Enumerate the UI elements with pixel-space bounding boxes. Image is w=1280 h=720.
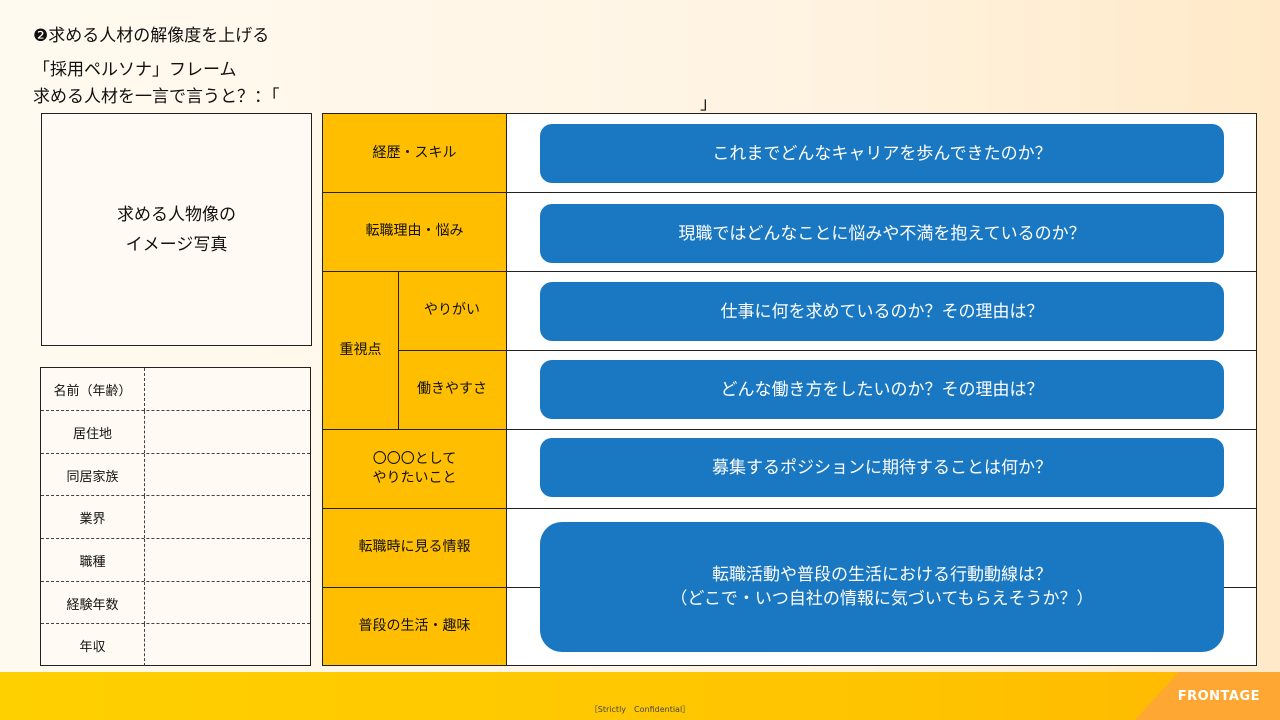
category-life: 普段の生活・趣味 <box>323 587 506 665</box>
profile-label-name-age: 名前（年齢） <box>53 384 132 399</box>
profile-label-experience: 経験年数 <box>66 597 119 613</box>
profile-value-family <box>144 454 310 496</box>
profile-value-residence <box>144 411 310 453</box>
question-workstyle: どんな働き方をしたいのか？その理由は？ <box>540 360 1224 419</box>
profile-table: 名前（年齢） 居住地 同居家族 業界 職種 経験年数 年収 <box>40 367 311 666</box>
grid-divider <box>323 429 1256 430</box>
profile-row: 同居家族 <box>41 453 310 496</box>
profile-label-family: 同居家族 <box>66 469 119 485</box>
grid-divider <box>398 350 1256 351</box>
profile-row: 職種 <box>41 538 310 581</box>
one-line-prompt: 求める人材を一言で言うと？：「 <box>33 87 280 107</box>
footer-bar: ［Strictly Confidential］ FRONTAGE <box>0 672 1280 720</box>
question-role: 募集するポジションに期待することは何か？ <box>540 438 1224 497</box>
profile-row: 名前（年齢） <box>41 368 310 411</box>
profile-row: 経験年数 <box>41 581 310 624</box>
question-rewarding: 仕事に何を求めているのか？その理由は？ <box>540 282 1224 341</box>
question-reason: 現職ではどんなことに悩みや不満を抱えているのか？ <box>540 204 1224 263</box>
grid-divider <box>323 271 1256 272</box>
one-line-close-bracket: 」 <box>700 94 717 114</box>
category-rewarding: やりがい <box>398 271 506 350</box>
question-behavior: 転職活動や普段の生活における行動動線は？ （どこで・いつ自社の情報に気づいてもら… <box>540 522 1224 652</box>
profile-label-job: 職種 <box>79 554 106 570</box>
question-behavior-line2: （どこで・いつ自社の情報に気づいてもらえそうか？） <box>670 589 1094 609</box>
grid-divider <box>323 192 1256 193</box>
photo-label-line2: イメージ写真 <box>125 234 228 255</box>
category-role-line2: やりたいこと <box>372 469 457 486</box>
profile-row: 居住地 <box>41 410 310 453</box>
profile-value-name-age <box>144 368 310 411</box>
profile-value-job <box>144 539 310 581</box>
question-behavior-line1: 転職活動や普段の生活における行動動線は？ <box>711 565 1052 585</box>
category-reason: 転職理由・悩み <box>323 192 506 271</box>
category-info: 転職時に見る情報 <box>323 508 506 587</box>
profile-label-residence: 居住地 <box>72 426 112 442</box>
category-career: 経歴・スキル <box>323 114 506 192</box>
profile-value-industry <box>144 496 310 538</box>
question-career: これまでどんなキャリアを歩んできたのか？ <box>540 124 1224 183</box>
category-workstyle: 働きやすさ <box>398 350 506 429</box>
persona-photo-placeholder: 求める人物像の イメージ写真 <box>41 113 312 346</box>
brand-logo: FRONTAGE <box>1135 672 1280 720</box>
brand-name: FRONTAGE <box>1177 688 1260 704</box>
category-role-line1: 〇〇〇として <box>372 450 457 467</box>
profile-row: 年収 <box>41 623 310 666</box>
profile-row: 業界 <box>41 495 310 538</box>
profile-label-industry: 業界 <box>79 511 106 527</box>
category-role: 〇〇〇として やりたいこと <box>323 429 506 508</box>
profile-value-experience <box>144 582 310 624</box>
profile-value-income <box>144 624 310 666</box>
persona-grid: 経歴・スキル 転職理由・悩み 重視点 やりがい 働きやすさ 〇〇〇として やりた… <box>322 113 1257 666</box>
category-priority: 重視点 <box>323 271 398 429</box>
grid-divider <box>506 114 507 665</box>
profile-label-income: 年収 <box>79 639 106 655</box>
photo-label-line1: 求める人物像の <box>117 204 236 225</box>
confidential-note: ［Strictly Confidential］ <box>589 705 691 714</box>
frame-title: 「採用ペルソナ」フレーム <box>33 60 237 80</box>
grid-divider <box>323 508 1256 509</box>
slide-title: ❷求める人材の解像度を上げる <box>33 26 270 46</box>
